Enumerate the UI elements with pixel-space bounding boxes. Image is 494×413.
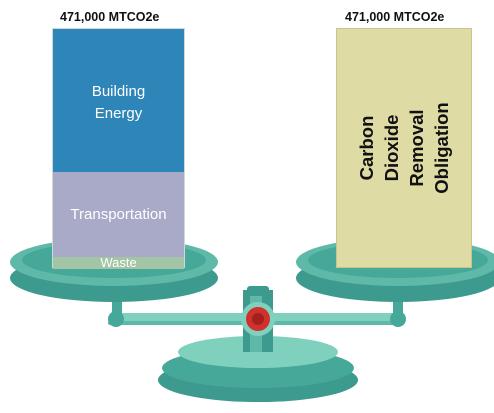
- removal-obligation-block: Carbon Dioxide Removal Obligation: [336, 28, 472, 268]
- left-total-label: 471,000 MTCO2e: [60, 10, 160, 24]
- building-energy-segment: Building Energy: [53, 29, 184, 172]
- building-energy-label: Building Energy: [91, 83, 146, 122]
- transportation-label: Transportation: [70, 206, 167, 223]
- waste-label: Waste: [100, 255, 137, 270]
- pivot-center: [252, 313, 264, 325]
- left-pan-stem: [112, 290, 122, 320]
- emissions-stack: Building Energy Transportation Waste: [52, 28, 185, 270]
- right-pan-stem: [393, 290, 403, 320]
- right-total-label: 471,000 MTCO2e: [345, 10, 445, 24]
- transportation-segment: Transportation: [53, 172, 184, 257]
- waste-segment: Waste: [53, 255, 184, 270]
- scale-knob: [247, 286, 269, 296]
- removal-obligation-label: Carbon Dioxide Removal Obligation: [356, 102, 452, 194]
